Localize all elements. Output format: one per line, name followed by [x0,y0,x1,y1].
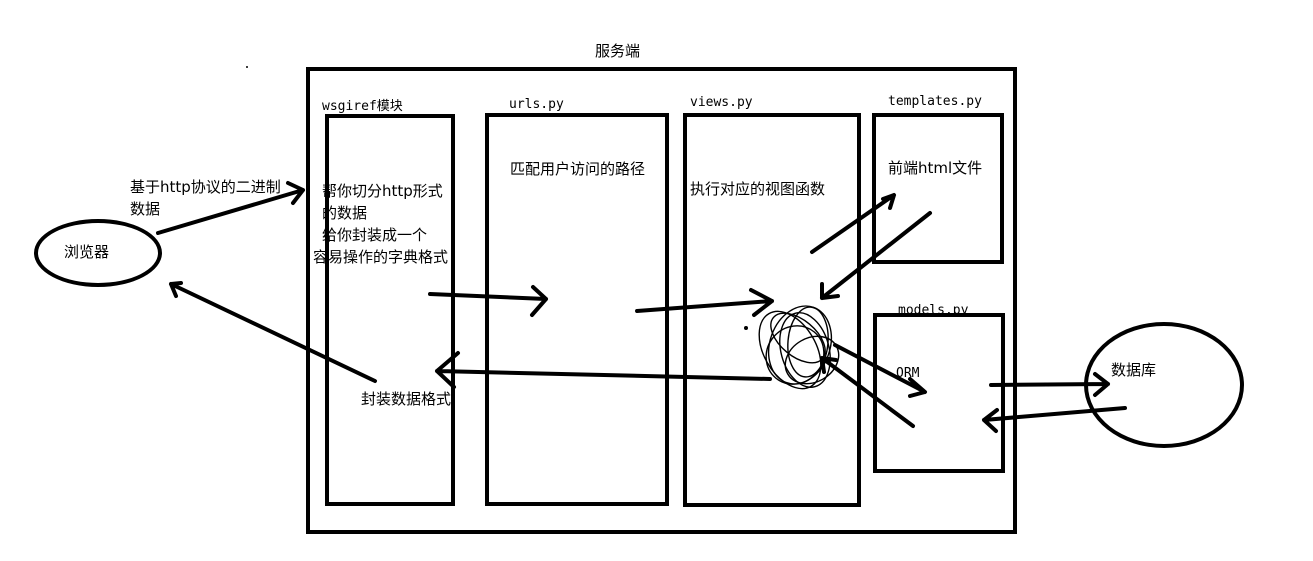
wsgiref-desc-2: 的数据 [322,204,368,222]
arrow-views-templates [810,193,896,254]
models-desc: ORM [896,366,920,381]
database-label: 数据库 [1111,361,1157,379]
scribble [758,305,840,390]
arrow-response [169,281,377,383]
templates-box [872,113,1004,264]
urls-desc: 匹配用户访问的路径 [510,160,646,178]
dot-mark-corner [246,66,248,68]
server-frame [306,67,1017,534]
arrow-views-wsgiref [435,351,772,389]
browser-node [34,219,162,287]
server-title: 服务端 [595,42,641,60]
models-box [873,313,1005,473]
browser-label: 浏览器 [64,243,110,261]
wsgiref-title: wsgiref模块 [322,99,403,114]
wsgiref-desc-4: 容易操作的字典格式 [313,248,449,266]
wsgiref-desc-3: 给你封装成一个 [322,226,428,244]
templates-desc: 前端html文件 [888,159,983,177]
views-box [683,113,861,507]
dot-mark [744,326,748,330]
arrow-request [156,181,305,235]
templates-title: templates.py [888,94,982,109]
wsgiref-desc-1: 帮你切分http形式 [322,182,443,200]
arrow-templates-views [820,211,932,300]
urls-title: urls.py [509,97,564,112]
arrow-views-models [833,343,927,398]
request-label-2: 数据 [130,200,161,218]
arrow-wsgiref-urls [428,285,548,317]
views-desc: 执行对应的视图函数 [690,180,826,198]
arrow-database-models [982,406,1127,433]
arrow-models-views [820,356,915,428]
pack-data-label: 封装数据格式 [361,390,452,408]
request-label-1: 基于http协议的二进制 [130,178,281,196]
wsgiref-box [325,114,455,506]
arrow-models-database [989,372,1110,397]
views-title: views.py [690,95,753,110]
arrow-urls-views [635,288,774,317]
